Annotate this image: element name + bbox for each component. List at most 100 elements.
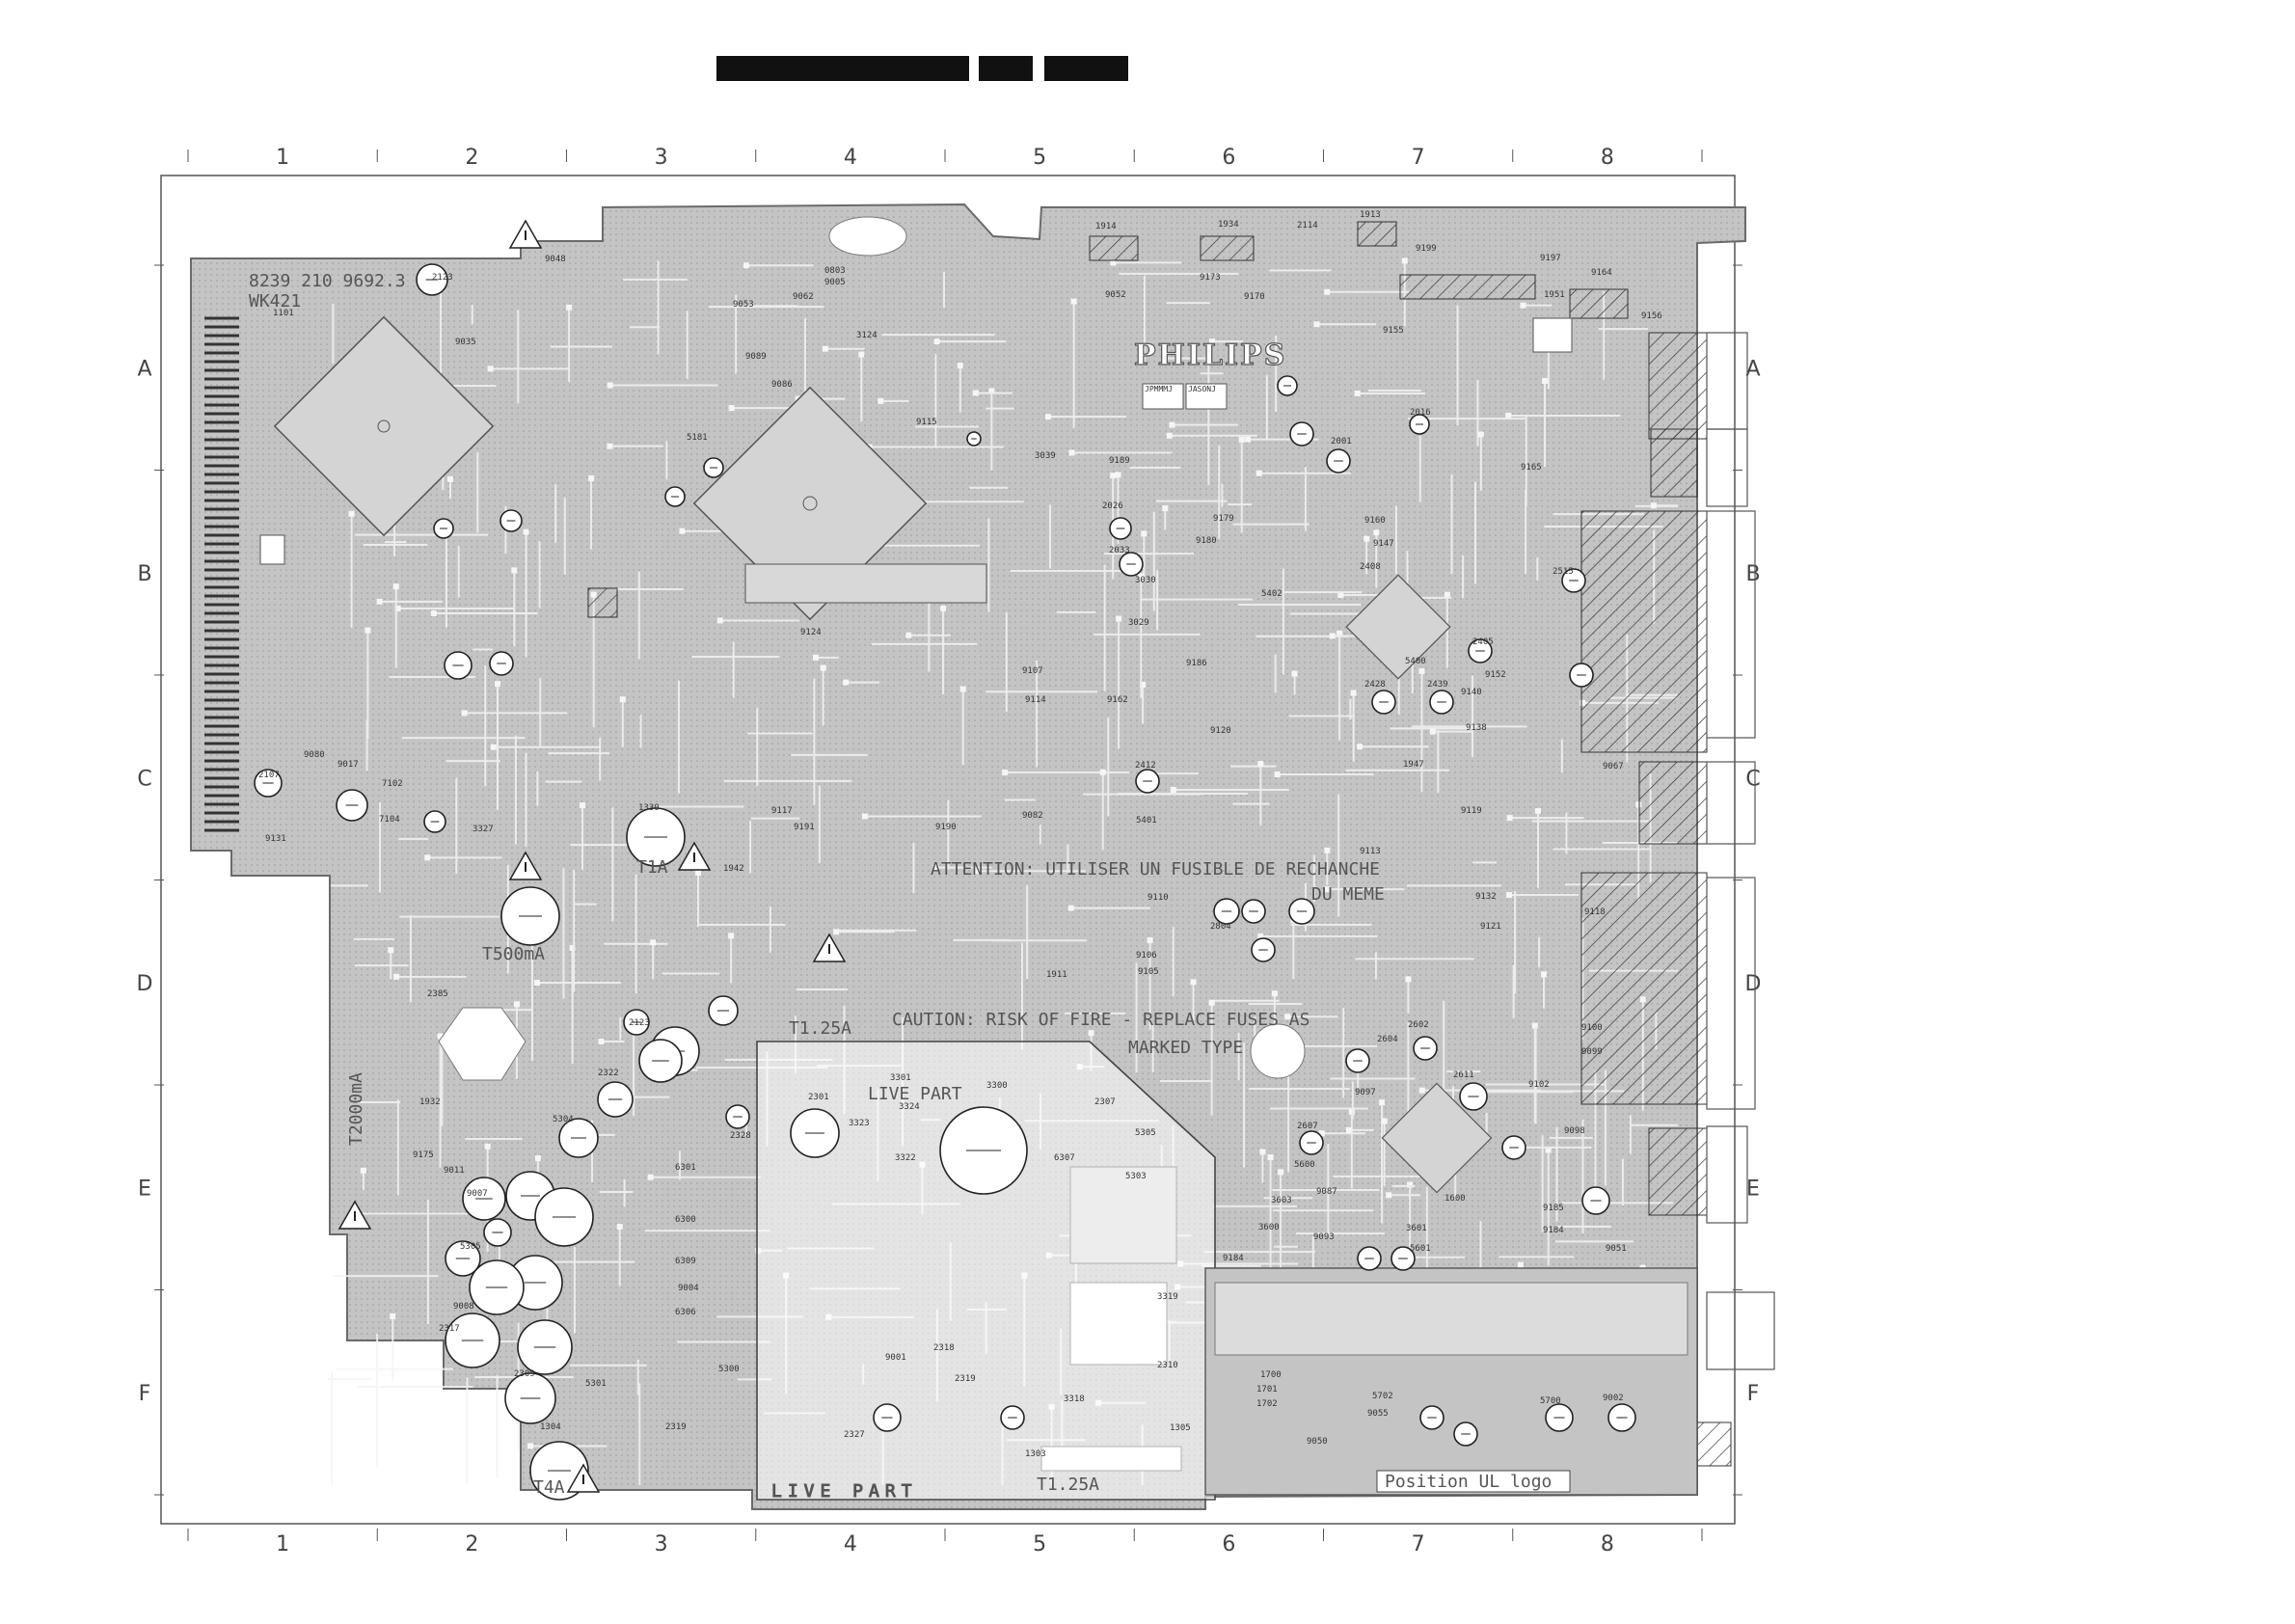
capacitors bbox=[254, 263, 1636, 1501]
row-label-left: C bbox=[137, 767, 151, 791]
component-ref: 9155 bbox=[1383, 326, 1404, 336]
component-ref: 5305 bbox=[1135, 1128, 1156, 1138]
row-label-left: F bbox=[139, 1382, 151, 1406]
component-ref: 9131 bbox=[265, 834, 286, 844]
component-ref: 2033 bbox=[1109, 546, 1130, 555]
component-ref: 2408 bbox=[1360, 562, 1381, 572]
live-part-zone bbox=[756, 1041, 1698, 1501]
component-ref: 9124 bbox=[800, 628, 822, 637]
component-ref: 5181 bbox=[687, 433, 708, 443]
component-ref: 7104 bbox=[379, 815, 400, 825]
svg-text:PHILIPS: PHILIPS bbox=[1134, 338, 1286, 372]
column-label-top: 8 bbox=[1601, 146, 1614, 170]
component-ref: 2328 bbox=[730, 1131, 751, 1141]
component-ref: 9114 bbox=[1025, 695, 1046, 705]
component-ref: 2309 bbox=[514, 1369, 535, 1379]
column-label-bottom: 4 bbox=[844, 1532, 857, 1556]
component-ref: 9089 bbox=[745, 352, 767, 362]
component-ref: 2107 bbox=[258, 771, 280, 780]
component-ref: 2611 bbox=[1453, 1070, 1474, 1080]
component-ref: 2405 bbox=[1472, 637, 1494, 647]
component-ref: 3301 bbox=[890, 1073, 911, 1083]
component-ref: 2439 bbox=[1427, 680, 1448, 690]
component-ref: 2322 bbox=[598, 1069, 619, 1078]
component-ref: 3319 bbox=[1157, 1292, 1178, 1302]
row-label-right: F bbox=[1747, 1382, 1760, 1406]
column-label-bottom: 3 bbox=[655, 1532, 668, 1556]
component-ref: 2604 bbox=[1377, 1035, 1398, 1044]
component-ref: 1942 bbox=[723, 864, 744, 874]
fuse-label-t500ma: T500mA bbox=[482, 944, 545, 964]
component-ref: 1303 bbox=[1025, 1449, 1046, 1459]
component-ref: 2515 bbox=[1552, 567, 1574, 577]
component-ref: 9100 bbox=[1581, 1023, 1603, 1033]
live-part-label-large: LIVE PART bbox=[771, 1481, 918, 1502]
component-ref: 1947 bbox=[1403, 760, 1424, 770]
component-ref: 9138 bbox=[1466, 723, 1487, 733]
component-ref: 3324 bbox=[899, 1102, 920, 1112]
attention-line-1: ATTENTION: UTILISER UN FUSIBLE DE RECHAN… bbox=[931, 859, 1380, 880]
row-label-right: D bbox=[1745, 972, 1762, 996]
component-ref: 5702 bbox=[1372, 1392, 1393, 1401]
component-ref: 2317 bbox=[439, 1324, 460, 1334]
component-ref: 9017 bbox=[338, 760, 359, 770]
caution-line-2: MARKED TYPE bbox=[1128, 1038, 1243, 1058]
component-ref: 9179 bbox=[1213, 514, 1234, 524]
component-ref: 3029 bbox=[1128, 618, 1149, 628]
component-ref: 0803 bbox=[824, 266, 846, 276]
component-ref: 9132 bbox=[1475, 892, 1497, 902]
column-label-top: 7 bbox=[1412, 146, 1425, 170]
component-ref: 9156 bbox=[1641, 311, 1662, 321]
component-ref: 9080 bbox=[304, 750, 325, 760]
component-ref: 9173 bbox=[1200, 273, 1221, 283]
component-ref: 3318 bbox=[1064, 1394, 1085, 1404]
component-ref: 3300 bbox=[986, 1081, 1008, 1091]
pads-label-1: JPMMMJ bbox=[1145, 385, 1173, 393]
component-ref: 9067 bbox=[1603, 762, 1624, 771]
pads-label-2: JASONJ bbox=[1188, 385, 1216, 393]
component-ref: 5304 bbox=[553, 1115, 574, 1124]
component-ref: 9053 bbox=[733, 300, 754, 310]
component-ref: 3603 bbox=[1271, 1196, 1292, 1205]
component-ref: 1911 bbox=[1046, 970, 1067, 980]
component-ref: 2319 bbox=[665, 1422, 687, 1432]
component-ref: 1600 bbox=[1444, 1194, 1466, 1204]
component-ref: 5400 bbox=[1405, 657, 1426, 666]
fuse-label-t125a-bottom: T1.25A bbox=[1037, 1475, 1099, 1495]
component-ref: 9062 bbox=[793, 292, 814, 302]
component-ref: 3030 bbox=[1135, 576, 1156, 585]
column-label-bottom: 2 bbox=[465, 1532, 478, 1556]
component-ref: 9004 bbox=[678, 1284, 699, 1293]
component-ref: 1951 bbox=[1544, 290, 1565, 300]
component-ref: 9008 bbox=[453, 1302, 474, 1312]
component-ref: 9099 bbox=[1581, 1047, 1603, 1057]
component-ref: 1101 bbox=[273, 309, 294, 318]
connector-housings bbox=[1706, 332, 1775, 1370]
component-ref: 9184 bbox=[1543, 1226, 1564, 1235]
component-ref: 9087 bbox=[1316, 1187, 1337, 1197]
component-ref: 5305 bbox=[460, 1242, 481, 1252]
component-ref: 2385 bbox=[427, 989, 448, 999]
component-ref: 9098 bbox=[1564, 1126, 1585, 1136]
component-ref: 1913 bbox=[1360, 210, 1381, 220]
column-label-top: 3 bbox=[655, 146, 668, 170]
fuse-label-t1a: T1A bbox=[636, 857, 668, 878]
live-part-label-small: LIVE PART bbox=[868, 1084, 962, 1104]
column-label-top: 5 bbox=[1033, 146, 1046, 170]
component-ref: 9001 bbox=[885, 1353, 906, 1363]
component-ref: 3323 bbox=[849, 1119, 870, 1128]
component-ref: 9119 bbox=[1461, 806, 1482, 816]
component-ref: 1701 bbox=[1256, 1385, 1278, 1394]
component-ref: 3322 bbox=[895, 1153, 916, 1163]
component-ref: 5600 bbox=[1294, 1160, 1315, 1170]
component-ref: 9189 bbox=[1109, 456, 1130, 466]
row-label-right: E bbox=[1746, 1177, 1760, 1201]
component-ref: 9140 bbox=[1461, 688, 1482, 697]
header-bars bbox=[716, 56, 1128, 81]
row-label-left: E bbox=[138, 1177, 151, 1201]
component-ref: 9035 bbox=[455, 338, 476, 347]
component-ref: 1304 bbox=[540, 1422, 561, 1432]
column-label-bottom: 5 bbox=[1033, 1532, 1046, 1556]
